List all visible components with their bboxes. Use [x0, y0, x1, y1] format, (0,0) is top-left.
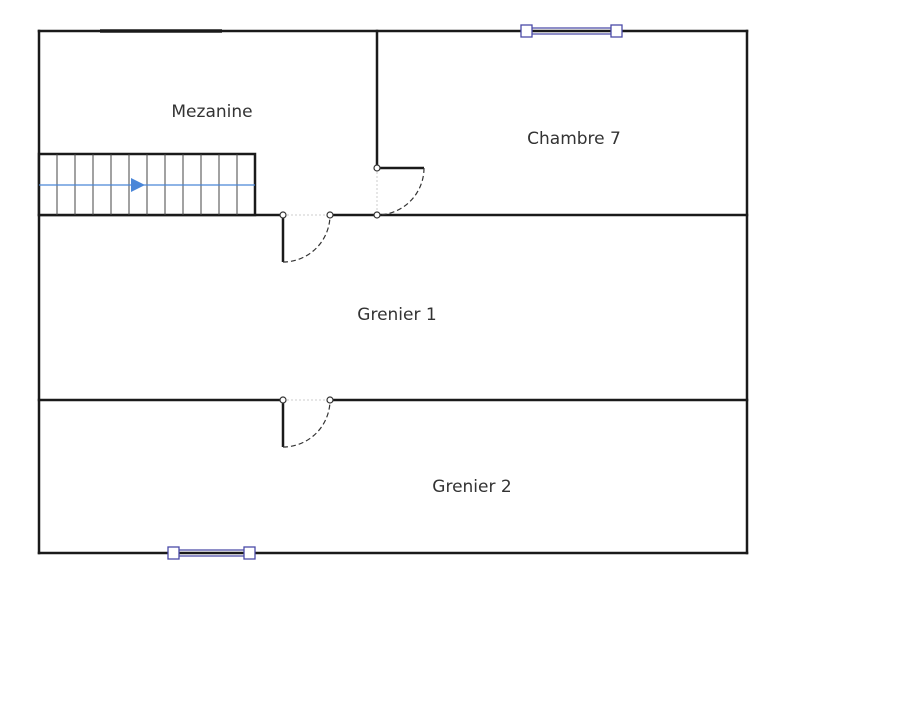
window-frame-right [610, 24, 623, 38]
room-label-grenier1: Grenier 1 [357, 305, 436, 325]
door-hinge [279, 211, 287, 219]
door-jamb [326, 396, 334, 404]
door-hinge [373, 164, 381, 172]
window-chambre7 [520, 24, 623, 38]
window-frame-right [243, 546, 256, 560]
door-hinge [279, 396, 287, 404]
door-jamb [373, 211, 381, 219]
window-frame-left [167, 546, 180, 560]
door-grenier1-grenier2 [279, 396, 334, 448]
door-swing-arc [282, 399, 331, 448]
door-jamb [326, 211, 334, 219]
door-swing-arc [282, 214, 331, 263]
outer-walls [37, 29, 749, 555]
window-frame-left [520, 24, 533, 38]
door-chambre7-grenier1 [373, 164, 425, 219]
room-label-mezanine: Mezanine [171, 102, 252, 122]
stair-direction-arrow-icon [131, 178, 145, 192]
room-label-chambre7: Chambre 7 [527, 129, 621, 149]
door-swing-arc [376, 167, 425, 216]
door-mezanine-grenier1 [279, 211, 334, 263]
staircase [37, 152, 257, 217]
room-label-grenier2: Grenier 2 [432, 477, 511, 497]
window-grenier2 [167, 546, 256, 560]
